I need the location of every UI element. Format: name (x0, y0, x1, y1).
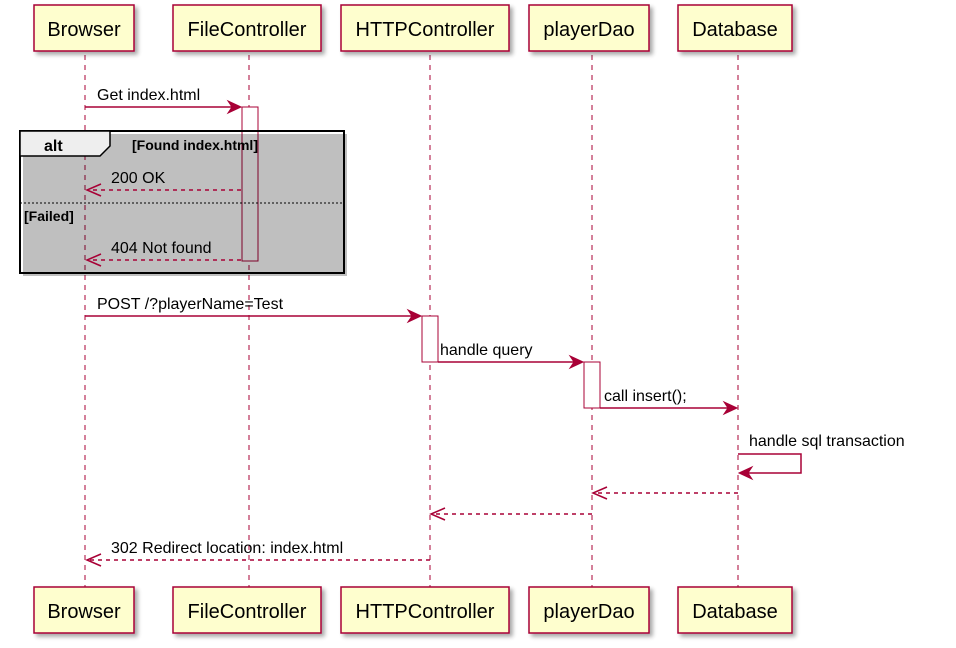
message-label: handle sql transaction (749, 433, 905, 450)
participant-label: Browser (47, 601, 121, 623)
participant-label: Browser (47, 19, 121, 41)
arrow-head (737, 465, 754, 481)
alt-frame: alt [Found index.html] [Failed] (19, 130, 347, 276)
arrow-head (406, 308, 423, 324)
participant-browser-bottom (33, 586, 135, 634)
message-label: handle query (440, 342, 533, 359)
participant-label: HTTPController (356, 601, 495, 623)
arrow-head (568, 354, 585, 370)
activation-playerdao (583, 361, 601, 409)
alt-guard-failed: [Failed] (24, 208, 74, 224)
participant-playerdao-top (528, 4, 650, 52)
activation-filecontroller (241, 106, 259, 262)
participant-label: HTTPController (356, 19, 495, 41)
arrow-head (226, 99, 243, 115)
arrow-head (722, 400, 739, 416)
alt-label: alt (44, 138, 63, 155)
participant-label: Database (692, 19, 778, 41)
participant-httpcontroller-bottom (340, 586, 510, 634)
message-label: Get index.html (97, 87, 200, 104)
participant-browser-top (33, 4, 135, 52)
participant-database-bottom (677, 586, 793, 634)
participant-database-top (677, 4, 793, 52)
message-label: POST /?playerName=Test (97, 296, 284, 313)
arrow-head (591, 486, 608, 500)
message-label: 404 Not found (111, 240, 212, 257)
message-label: call insert(); (604, 388, 687, 405)
participant-label: FileController (188, 19, 307, 41)
participant-label: playerDao (543, 601, 634, 623)
participant-label: Database (692, 601, 778, 623)
alt-guard-found: [Found index.html] (132, 137, 258, 153)
arrow-head (85, 553, 102, 567)
arrow-head (85, 253, 102, 267)
message-arrow (738, 453, 802, 474)
arrow-head (429, 507, 446, 521)
participant-playerdao-bottom (528, 586, 650, 634)
activation-httpcontroller (421, 315, 439, 363)
participant-filecontroller-top (172, 4, 322, 52)
message-label: 302 Redirect location: index.html (111, 540, 343, 557)
participant-label: playerDao (543, 19, 634, 41)
participant-httpcontroller-top (340, 4, 510, 52)
arrow-head (85, 183, 102, 197)
participant-filecontroller-bottom (172, 586, 322, 634)
message-label: 200 OK (111, 170, 166, 187)
participant-label: FileController (188, 601, 307, 623)
